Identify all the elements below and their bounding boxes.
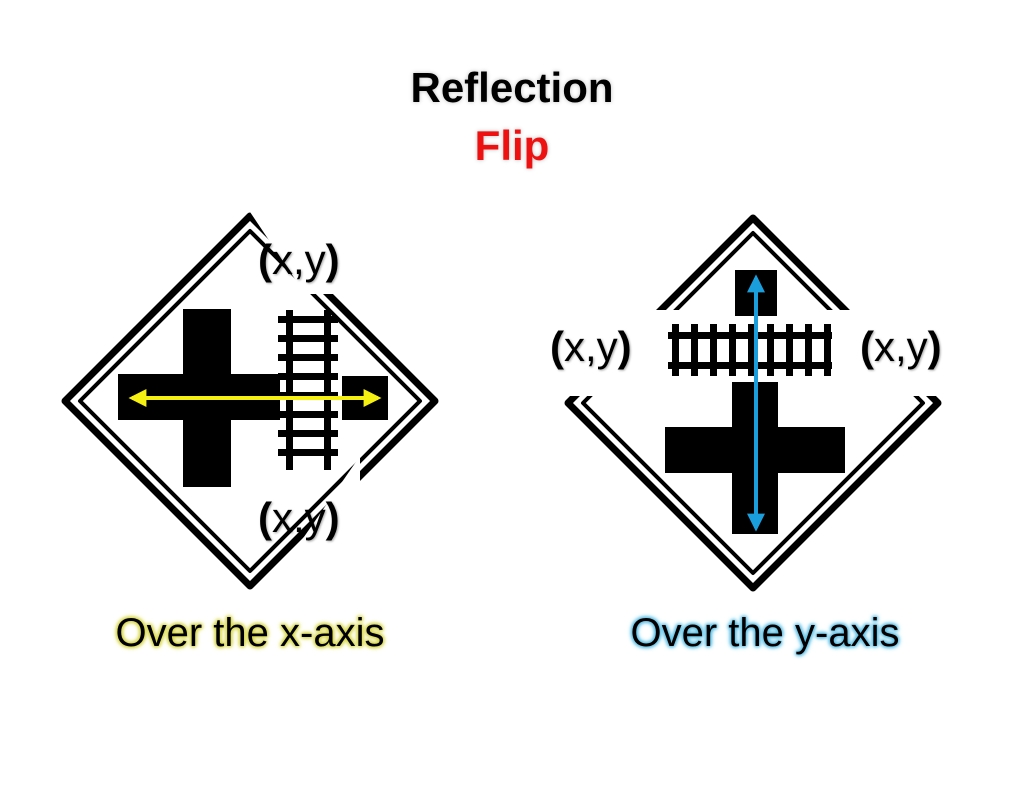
slide-title: Reflection xyxy=(410,64,614,111)
left-coord-top: (x,y) xyxy=(258,236,340,283)
sign-inner-border xyxy=(78,229,422,573)
right-railroad-crossing-sign xyxy=(560,214,950,592)
y-axis-caption: Over the y-axis xyxy=(630,611,900,655)
slide-subtitle: Flip xyxy=(474,122,550,169)
left-railroad-crossing-sign xyxy=(61,206,439,590)
right-coord-right: (x,y) xyxy=(860,323,942,370)
x-axis-caption: Over the x-axis xyxy=(115,611,385,655)
left-coord-bottom: (x,y) xyxy=(258,494,340,541)
right-coord-left: (x,y) xyxy=(550,323,632,370)
railroad-track-icon xyxy=(668,324,832,376)
